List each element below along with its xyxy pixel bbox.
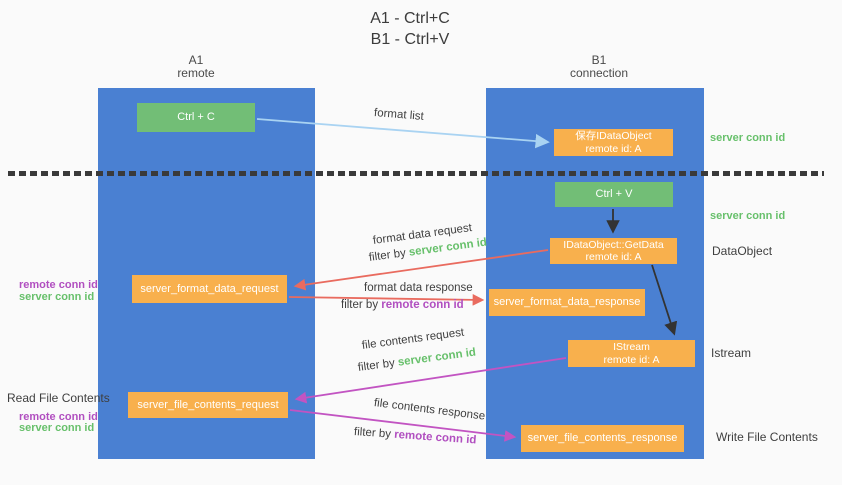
getdata-line1: IDataObject::GetData: [563, 238, 664, 251]
filter-prefix: filter by: [341, 299, 382, 311]
server-file-contents-response-label: server_file_contents_response: [527, 432, 678, 444]
phase-divider-dashed-line: [8, 171, 824, 176]
server-format-data-request-label: server_format_data_request: [140, 282, 279, 295]
ctrl-c-node: Ctrl + C: [137, 103, 255, 132]
filter-prefix: filter by: [357, 356, 399, 374]
right-server-conn-id-mid: server conn id: [710, 210, 786, 222]
filter-prefix: filter by: [368, 246, 410, 264]
write-file-contents-label: Write File Contents: [716, 430, 818, 444]
column-b1-name: B1: [591, 53, 607, 67]
diagram-title: A1 - Ctrl+C B1 - Ctrl+V: [330, 8, 490, 50]
filter-prefix: filter by: [353, 426, 395, 441]
title-line-1: A1 - Ctrl+C: [370, 10, 450, 27]
istream-side-label: Istream: [711, 346, 752, 360]
server-file-contents-response-node: server_file_contents_response: [521, 425, 684, 452]
remote-conn-id-highlight: remote conn id: [381, 299, 464, 311]
ctrl-c-label: Ctrl + C: [177, 111, 215, 123]
server-conn-id-highlight: server conn id: [397, 346, 477, 369]
column-header-b1: B1 connection: [539, 54, 659, 80]
left-server-conn-id-2: server conn id: [19, 422, 95, 434]
left-remote-conn-id-2: remote conn id: [19, 411, 98, 423]
save-idataobject-line1: 保存IDataObject: [575, 130, 652, 142]
format-data-response-label: format data response: [364, 282, 473, 294]
ctrl-v-node: Ctrl + V: [555, 182, 673, 207]
file-contents-response-label: file contents response: [373, 397, 486, 423]
column-b1-subtitle: connection: [569, 66, 629, 80]
filter-by-server-conn-id-label-2: filter by server conn id: [357, 347, 476, 374]
remote-conn-id-highlight: remote conn id: [393, 428, 477, 447]
server-file-contents-request-label: server_file_contents_request: [137, 398, 279, 411]
column-a1-subtitle: remote: [177, 66, 215, 80]
filter-by-remote-conn-id-label-1: filter by remote conn id: [341, 299, 464, 311]
save-idataobject-node: 保存IDataObject remote id: A: [554, 129, 673, 156]
save-idataobject-line2: remote id: A: [585, 142, 642, 155]
title-line-2: B1 - Ctrl+V: [370, 31, 450, 48]
istream-line2: remote id: A: [603, 353, 660, 366]
ctrl-v-label: Ctrl + V: [595, 188, 633, 200]
file-contents-request-label: file contents request: [361, 326, 465, 352]
istream-node: IStream remote id: A: [568, 340, 695, 367]
server-format-data-request-node: server_format_data_request: [132, 275, 287, 303]
server-format-data-response-node: server_format_data_response: [489, 289, 645, 316]
istream-line1: IStream: [613, 341, 650, 353]
server-format-data-response-label: server_format_data_response: [493, 296, 641, 308]
read-file-contents-label: Read File Contents: [7, 391, 110, 405]
idataobject-getdata-node: IDataObject::GetData remote id: A: [550, 238, 677, 264]
right-server-conn-id-top: server conn id: [710, 132, 786, 144]
column-header-a1: A1 remote: [136, 54, 256, 80]
left-remote-conn-id-1: remote conn id: [19, 279, 98, 291]
filter-by-remote-conn-id-label-2: filter by remote conn id: [354, 426, 477, 447]
server-file-contents-request-node: server_file_contents_request: [128, 392, 288, 418]
getdata-line2: remote id: A: [585, 251, 642, 263]
column-a1-name: A1: [188, 53, 204, 67]
dataobject-label: DataObject: [712, 244, 773, 258]
format-list-label: format list: [373, 107, 425, 123]
left-server-conn-id-1: server conn id: [19, 291, 95, 303]
